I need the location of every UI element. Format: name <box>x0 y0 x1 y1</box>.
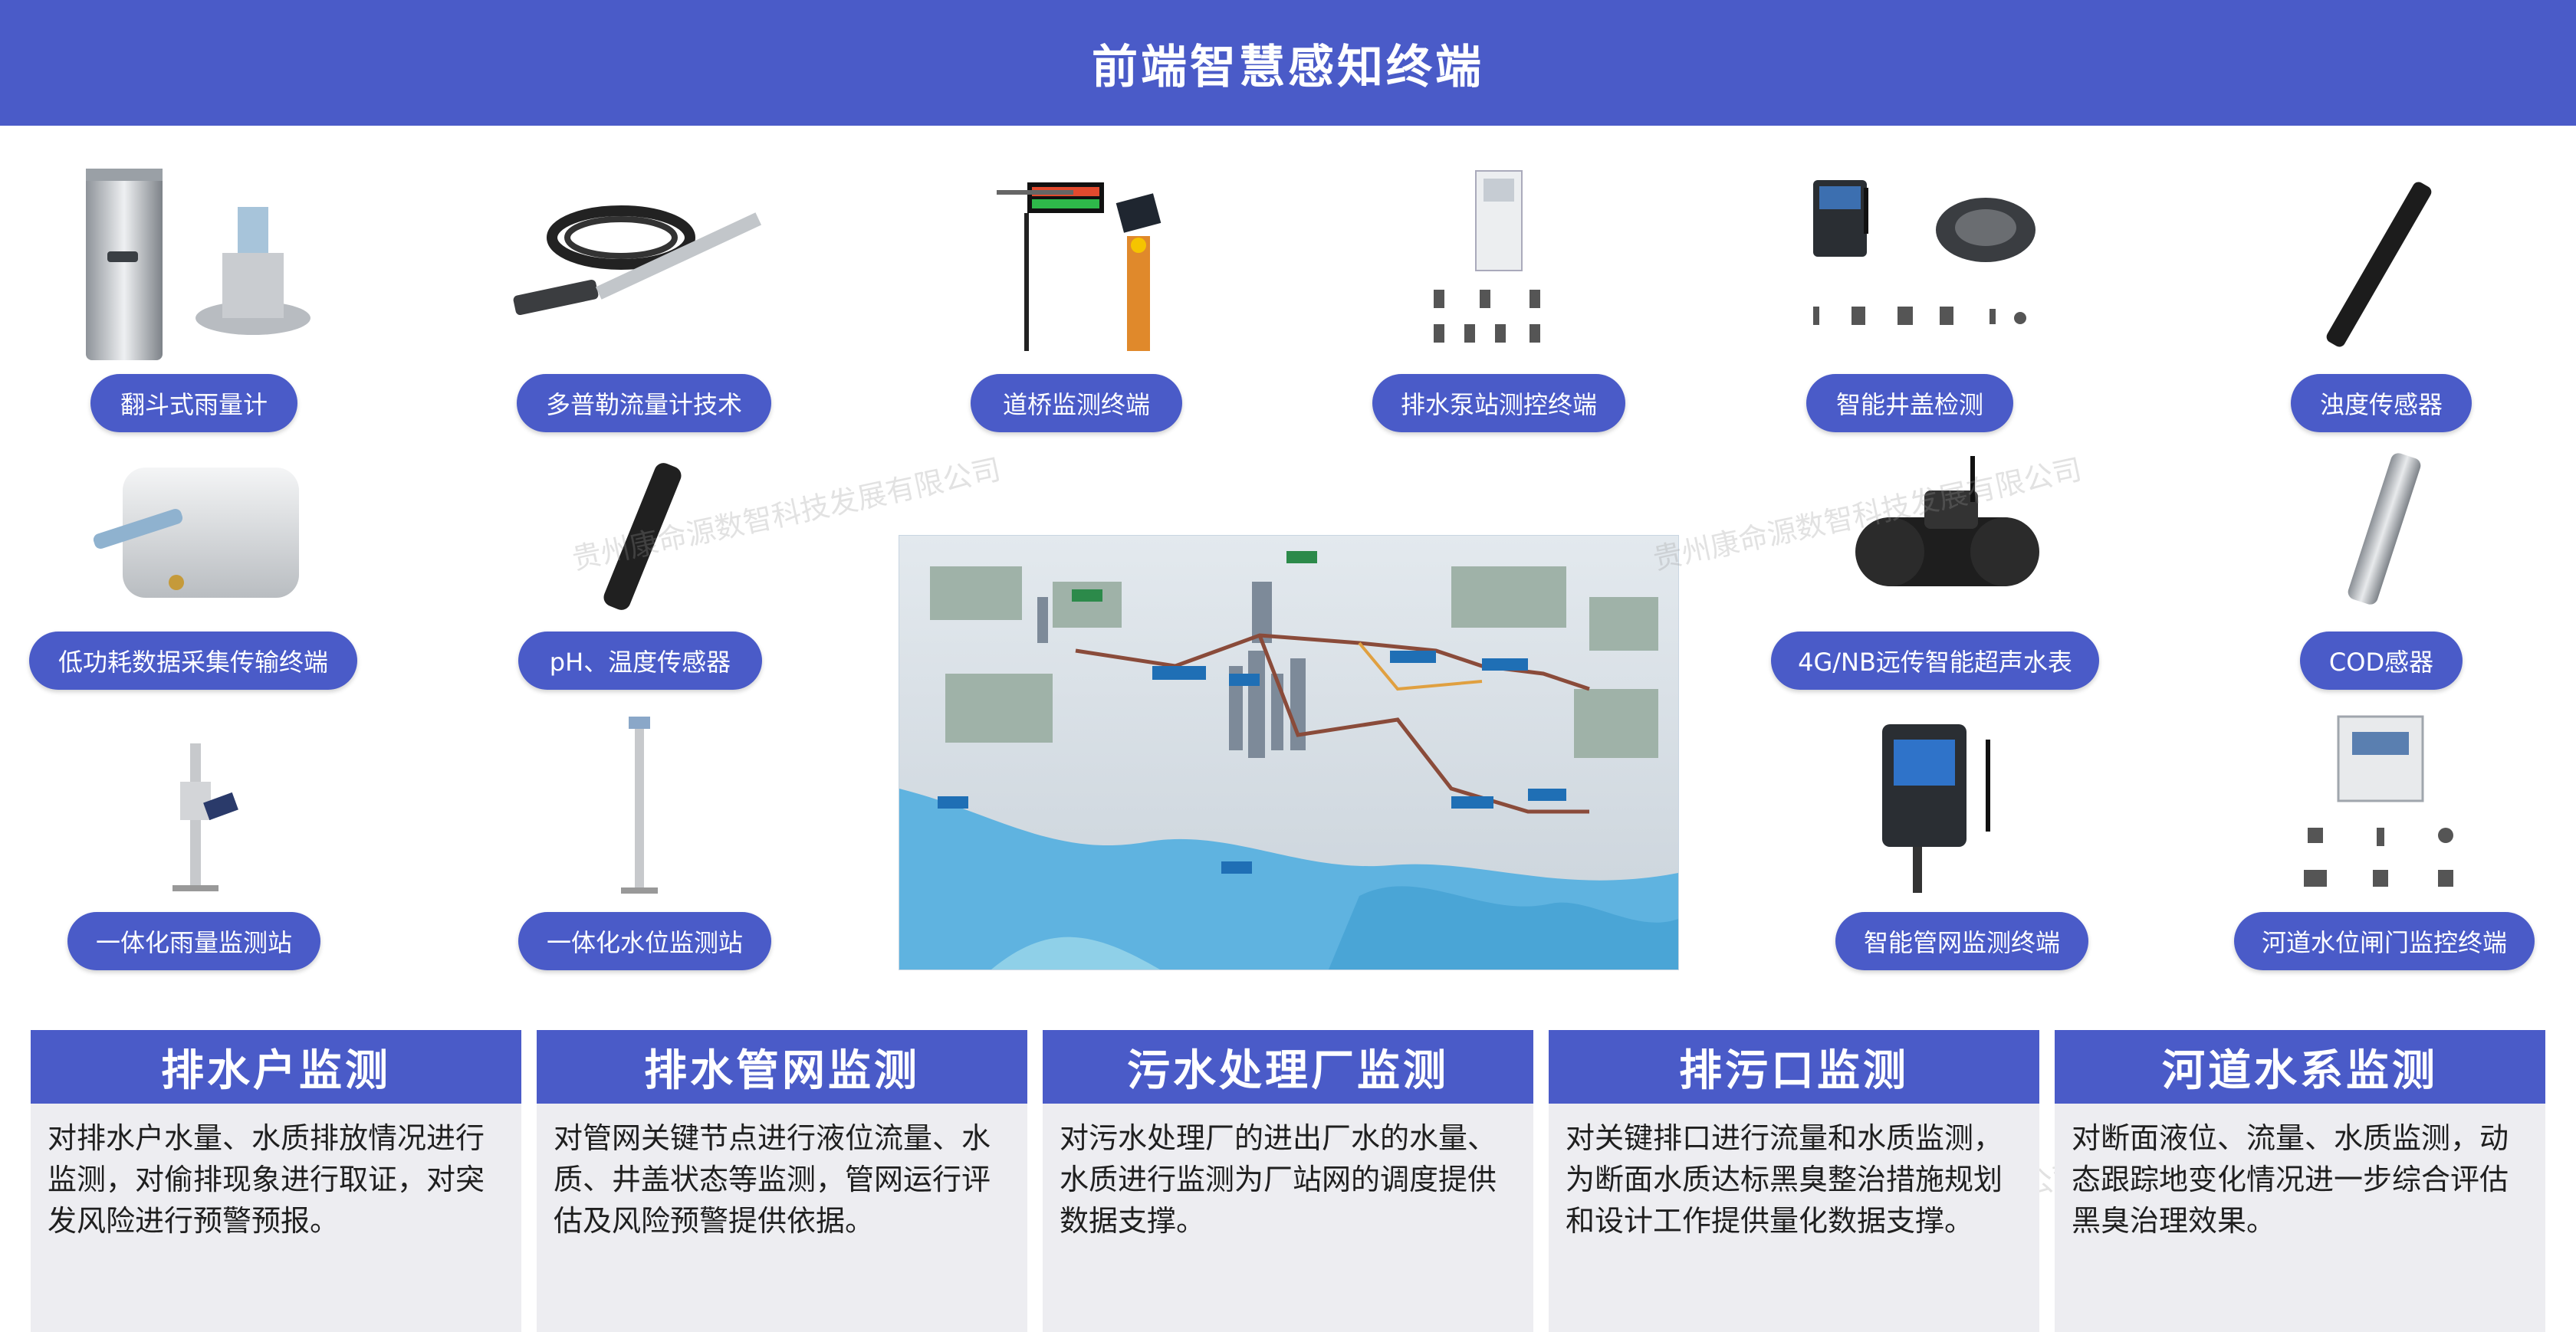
page-title: 前端智慧感知终端 <box>1092 40 1484 94</box>
city-monitoring-map <box>899 535 1679 970</box>
ph-sensor-image <box>603 463 682 610</box>
device-label-doppler-flowmeter: 多普勒流量计技术 <box>517 374 771 432</box>
ultrasonic-meter-image <box>1855 456 2039 586</box>
page-header: 前端智慧感知终端 <box>0 0 2576 126</box>
device-label-cod-sensor: COD感器 <box>2300 632 2463 690</box>
device-label-smart-manhole: 智能井盖检测 <box>1806 374 2013 432</box>
cod-sensor-image <box>2348 453 2421 605</box>
device-label-rain-gauge: 翻斗式雨量计 <box>90 374 297 432</box>
card-title: 排水户监测 <box>31 1030 521 1104</box>
device-label-rain-station: 一体化雨量监测站 <box>67 912 320 970</box>
device-label-river-gate-terminal: 河道水位闸门监控终端 <box>2234 912 2535 970</box>
device-label-pipe-network-terminal: 智能管网监测终端 <box>1835 912 2088 970</box>
card-description: 对排水户水量、水质排放情况进行监测，对偷排现象进行取证，对突发风险进行预警预报。 <box>48 1121 485 1238</box>
data-logger-image <box>93 468 299 598</box>
turbidity-sensor-image <box>2326 182 2432 347</box>
water-level-station-image <box>621 717 658 894</box>
smart-manhole-image <box>1813 180 2036 325</box>
monitoring-card-sewage-plant: 污水处理厂监测 对污水处理厂的进出厂水的水量、水质进行监测为厂站网的调度提供数据… <box>1043 1030 1533 1332</box>
card-title: 排水管网监测 <box>537 1030 1027 1104</box>
monitoring-card-pipe-network: 排水管网监测 对管网关键节点进行液位流量、水质、井盖状态等监测，管网运行评估及风… <box>537 1030 1027 1332</box>
bridge-monitor-image <box>997 182 1162 351</box>
doppler-flowmeter-image <box>513 205 762 316</box>
rain-gauge-image <box>86 169 310 360</box>
pump-station-image <box>1434 170 1540 343</box>
card-description: 对管网关键节点进行液位流量、水质、井盖状态等监测，管网运行评估及风险预警提供依据… <box>554 1121 991 1238</box>
monitoring-card-drainage-household: 排水户监测 对排水户水量、水质排放情况进行监测，对偷排现象进行取证，对突发风险进… <box>31 1030 521 1332</box>
rain-station-image <box>172 743 238 891</box>
device-label-ph-sensor: pH、温度传感器 <box>518 632 762 690</box>
device-label-data-logger: 低功耗数据采集传输终端 <box>29 632 357 690</box>
river-gate-terminal-image <box>2304 715 2453 887</box>
device-label-turbidity-sensor: 浊度传感器 <box>2291 374 2472 432</box>
card-title: 污水处理厂监测 <box>1043 1030 1533 1104</box>
card-title: 河道水系监测 <box>2055 1030 2545 1104</box>
device-label-ultrasonic-meter: 4G/NB远传智能超声水表 <box>1771 632 2099 690</box>
card-description: 对关键排口进行流量和水质监测，为断面水质达标黑臭整治措施规划和设计工作提供量化数… <box>1566 1121 2003 1238</box>
pipe-network-terminal-image <box>1882 724 1990 893</box>
monitoring-card-outfall: 排污口监测 对关键排口进行流量和水质监测，为断面水质达标黑臭整治措施规划和设计工… <box>1549 1030 2039 1332</box>
card-description: 对污水处理厂的进出厂水的水量、水质进行监测为厂站网的调度提供数据支撑。 <box>1060 1121 1497 1238</box>
device-label-water-level-station: 一体化水位监测站 <box>518 912 771 970</box>
card-title: 排污口监测 <box>1549 1030 2039 1104</box>
device-label-pump-station: 排水泵站测控终端 <box>1372 374 1625 432</box>
device-label-bridge-monitor: 道桥监测终端 <box>971 374 1182 432</box>
card-description: 对断面液位、流量、水质监测，动态跟踪地变化情况进一步综合评估黑臭治理效果。 <box>2072 1121 2509 1238</box>
monitoring-card-river-system: 河道水系监测 对断面液位、流量、水质监测，动态跟踪地变化情况进一步综合评估黑臭治… <box>2055 1030 2545 1332</box>
